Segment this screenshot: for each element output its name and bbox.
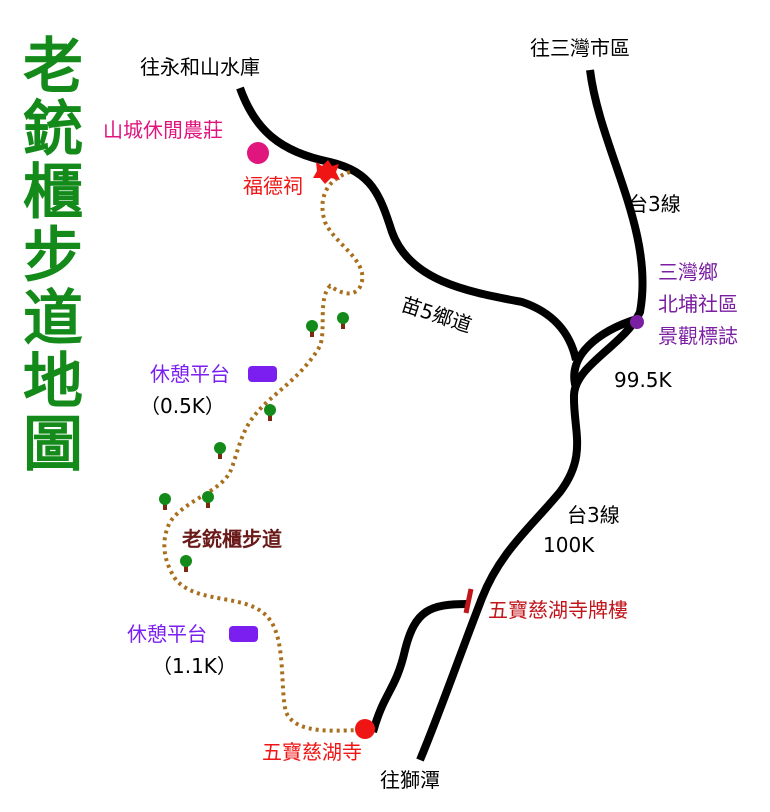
tree-icon bbox=[180, 555, 192, 572]
label-landmark-1: 三灣鄉 bbox=[658, 260, 718, 284]
road-connector bbox=[570, 314, 642, 390]
trail-path bbox=[162, 170, 365, 733]
landmark-marker-icon bbox=[630, 315, 644, 329]
label-to-sanwan: 往三灣市區 bbox=[530, 36, 630, 60]
map-title: 老銃櫃步道地圖 bbox=[23, 32, 83, 480]
label-gate: 五寶慈湖寺牌樓 bbox=[488, 598, 628, 622]
label-platform-2: 休憩平台 bbox=[127, 622, 207, 646]
road-miao5 bbox=[236, 86, 580, 361]
label-to-shitan: 往獅潭 bbox=[380, 768, 440, 792]
tree-icon bbox=[159, 493, 171, 510]
tree-icon bbox=[306, 320, 318, 337]
shrine-star-icon bbox=[313, 160, 340, 184]
label-platform-1-km: （0.5K） bbox=[140, 394, 225, 418]
rest-platform-icon bbox=[229, 626, 258, 642]
label-platform-1: 休憩平台 bbox=[150, 362, 230, 386]
label-landmark-2: 北埔社區 bbox=[658, 292, 738, 316]
tree-icon bbox=[264, 404, 276, 421]
label-route3-south: 台3線 bbox=[567, 503, 620, 527]
tree-icon bbox=[214, 442, 226, 459]
road-route3 bbox=[416, 69, 647, 762]
label-fude-shrine: 福德祠 bbox=[243, 174, 303, 198]
label-temple: 五寶慈湖寺 bbox=[262, 740, 362, 764]
road-temple-access bbox=[369, 600, 469, 734]
label-landmark-3: 景觀標誌 bbox=[658, 324, 738, 348]
label-trail-name: 老銃櫃步道 bbox=[182, 527, 282, 551]
label-km-99-5: 99.5K bbox=[614, 368, 672, 392]
label-route3-north: 台3線 bbox=[628, 192, 681, 216]
label-platform-2-km: （1.1K） bbox=[152, 654, 237, 678]
farm-marker-icon bbox=[247, 142, 269, 164]
rest-platform-icon bbox=[248, 366, 277, 382]
gate-marker-icon bbox=[463, 588, 474, 614]
label-to-yonghe-reservoir: 往永和山水庫 bbox=[140, 55, 260, 79]
temple-marker-icon bbox=[355, 719, 375, 739]
tree-icon bbox=[202, 491, 214, 508]
label-farm: 山城休閒農莊 bbox=[103, 118, 223, 142]
tree-icon bbox=[337, 312, 349, 329]
tree-icons bbox=[159, 312, 349, 572]
label-km-100: 100K bbox=[543, 533, 595, 557]
